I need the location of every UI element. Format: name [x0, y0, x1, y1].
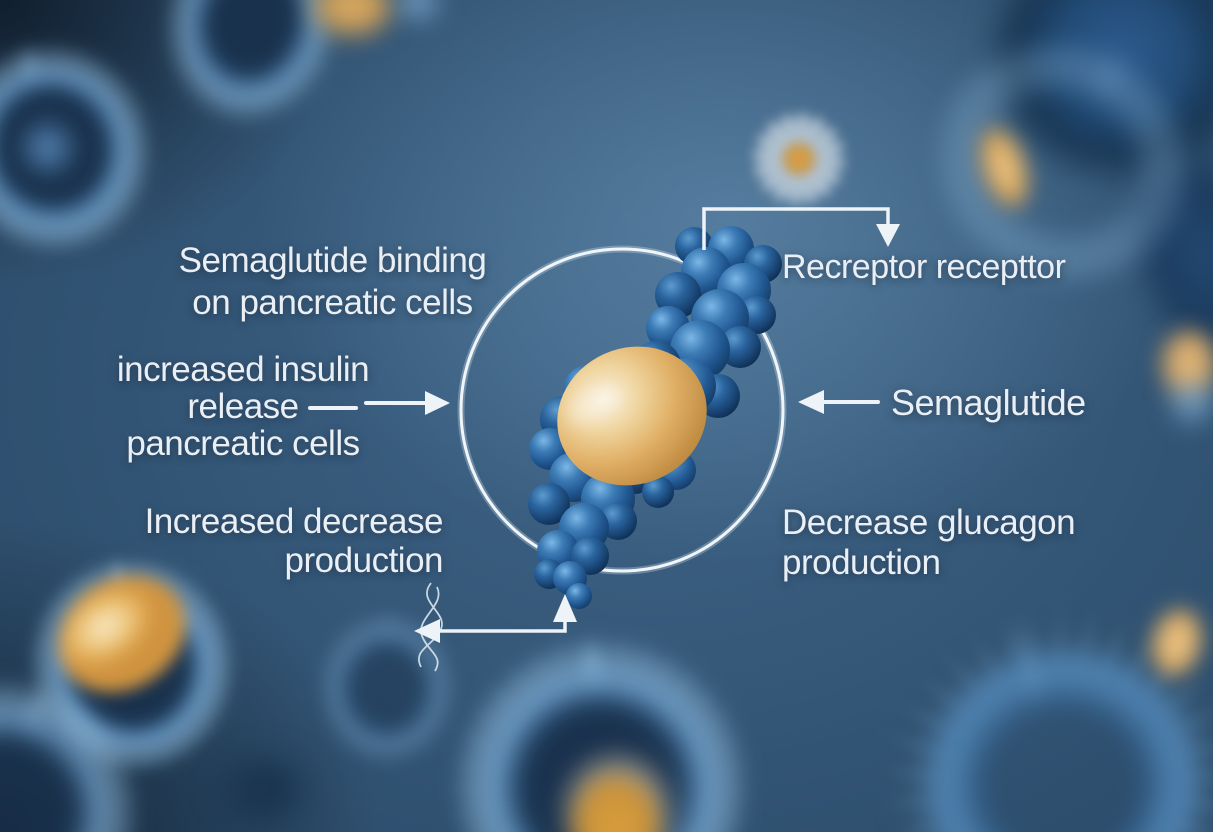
blurred-light-blob-right-edge: [1152, 362, 1213, 442]
vesicle-body: [324, 619, 450, 757]
label-semaglutide: Semaglutide: [891, 382, 1086, 423]
semaglutide-molecule: [557, 346, 707, 486]
connector-down-arrow: [702, 207, 900, 250]
highlight-circle: [457, 245, 787, 575]
label-line: production: [284, 541, 444, 581]
elbow-arrow-icon: [414, 594, 577, 643]
label-increased-decrease: Increased decrease production: [133, 502, 444, 581]
label-receptor: Recreptor recepttor: [782, 248, 1066, 286]
label-line: Semaglutide binding: [178, 241, 487, 280]
blurred-dark-smudge: [190, 728, 342, 832]
label-line: increased insulin: [116, 350, 370, 389]
label-insulin-release: increased insulin release pancreatic cel…: [78, 350, 408, 463]
label-glucagon: Decrease glucagon production: [782, 503, 1076, 583]
label-line: production: [782, 542, 941, 582]
daisy-core: [779, 139, 819, 179]
arrow-left-icon: [798, 390, 880, 414]
label-line: on pancreatic cells: [192, 283, 473, 322]
label-line: Increased decrease: [144, 502, 444, 541]
label-line: pancreatic cells: [126, 423, 360, 463]
label-line: release: [187, 386, 299, 426]
blurred-daisy-cell: [735, 95, 863, 223]
strand-squiggle-icon: [418, 582, 443, 672]
label-line: Decrease glucagon: [782, 503, 1076, 542]
arrow-right-icon: [308, 391, 450, 415]
label-binding-title: Semaglutide binding on pancreatic cells: [140, 240, 525, 324]
